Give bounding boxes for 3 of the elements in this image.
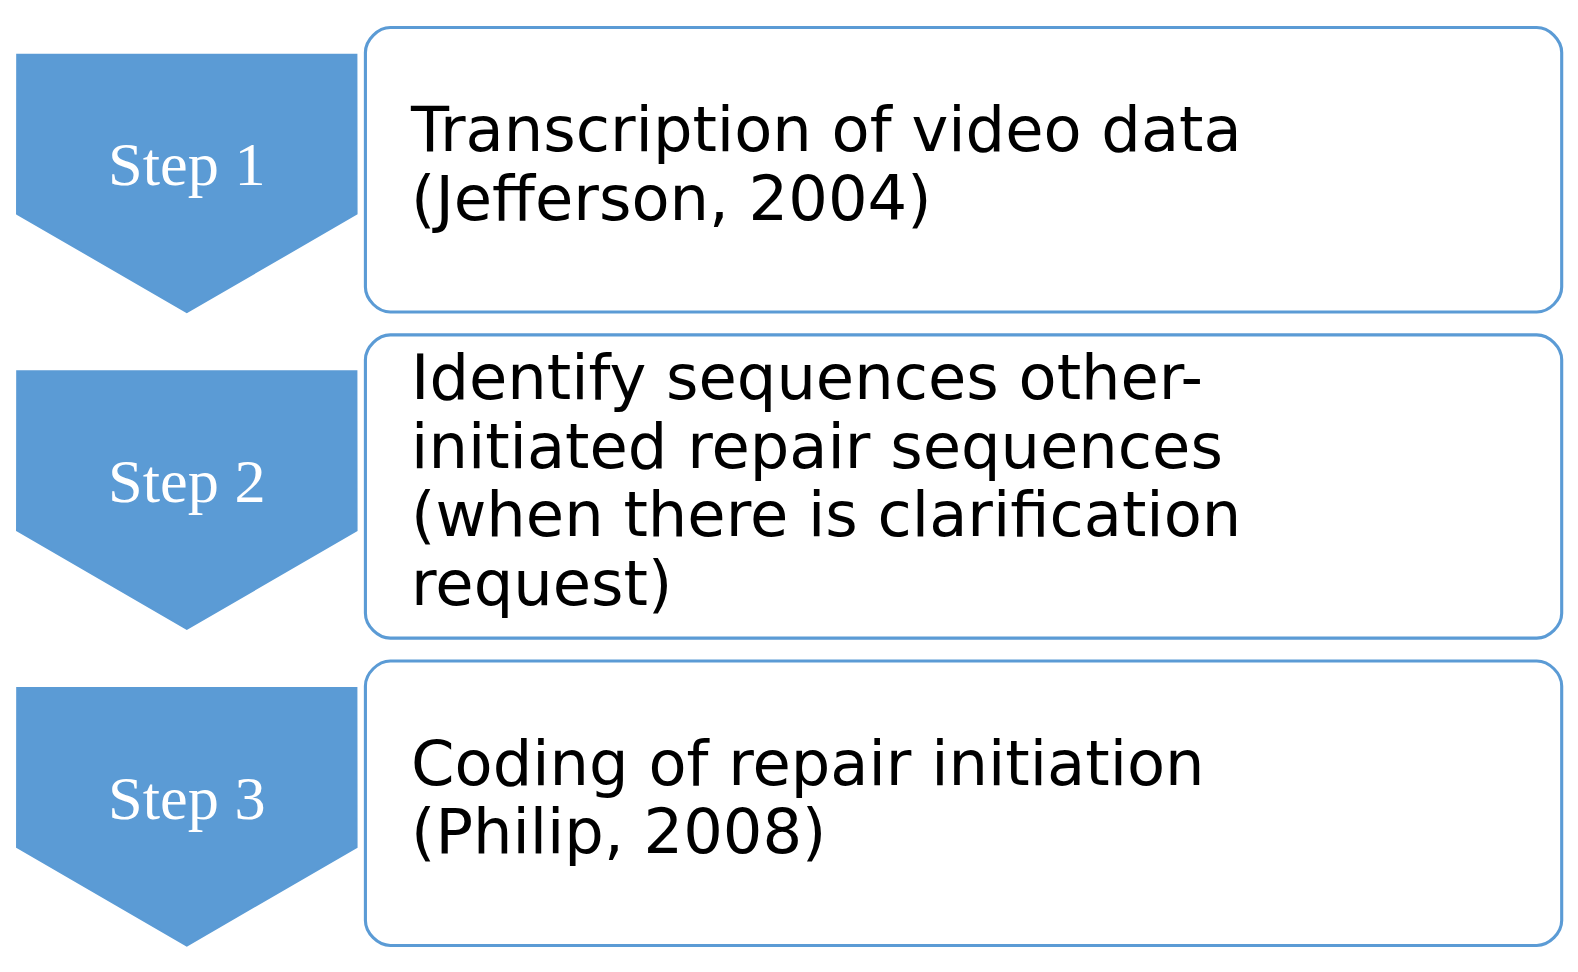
node-box: Coding of repair initiation (Philip, 2008) (363, 658, 1563, 947)
node-box: Transcription of video data (Jefferson, 2004) (363, 25, 1563, 314)
node-box: Identify sequences other-initiated repair sequences (when there is clarification request) (363, 332, 1563, 640)
